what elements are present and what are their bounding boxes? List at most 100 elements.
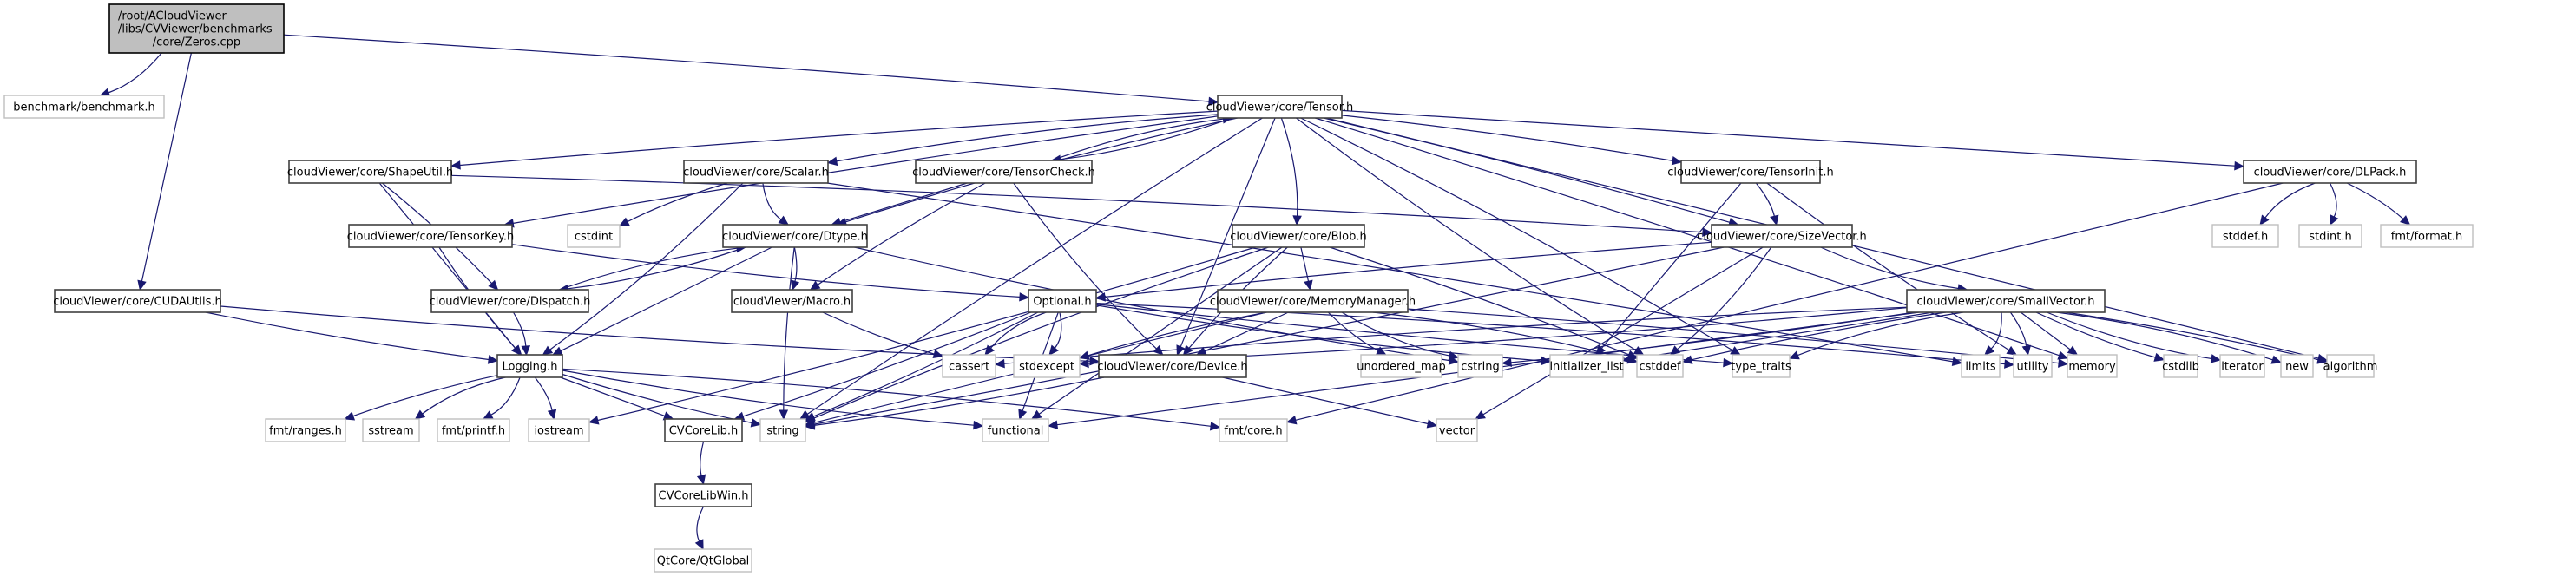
arrowhead-icon <box>1984 344 1995 356</box>
arrowhead-icon <box>2006 345 2018 356</box>
edge-line <box>205 311 490 361</box>
edge-line <box>1300 246 1310 282</box>
node-box <box>1013 354 1081 378</box>
arrowhead-icon <box>547 409 557 421</box>
node-box <box>654 548 752 573</box>
node-box <box>915 160 1093 184</box>
node-label: cloudViewer/core/ShapeUtil.h <box>287 167 453 180</box>
node-label: iostream <box>534 425 583 438</box>
node-shapeutil[interactable]: cloudViewer/core/ShapeUtil.h <box>287 160 453 184</box>
node-stddefh: stddef.h <box>2211 224 2279 248</box>
arrowhead-icon <box>809 280 821 291</box>
node-zeros[interactable]: /root/ACloudViewer/libs/CVViewer/benchma… <box>108 3 285 54</box>
node-box <box>437 418 510 442</box>
node-dtype[interactable]: cloudViewer/core/Dtype.h <box>722 224 868 248</box>
node-label: vector <box>1439 425 1475 438</box>
edge-line <box>1104 241 1712 298</box>
node-fmtcore: fmt/core.h <box>1219 418 1288 442</box>
edge-tensor-to-scalar <box>826 114 1219 167</box>
node-box <box>1028 289 1097 313</box>
edge-line <box>1797 311 1964 357</box>
node-box <box>1217 95 1343 119</box>
edge-tensorkey-to-optional <box>511 244 1030 302</box>
edge-tensor-to-string <box>798 117 1263 420</box>
node-label: functional <box>988 425 1044 438</box>
node-box <box>1219 418 1288 442</box>
edge-dlpack-to-fmtcore <box>1285 182 2284 425</box>
node-label: cloudViewer/core/Tensor.h <box>1206 101 1354 115</box>
node-tensor[interactable]: cloudViewer/core/Tensor.h <box>1206 95 1354 119</box>
node-smallvector[interactable]: cloudViewer/core/SmallVector.h <box>1906 289 2106 313</box>
node-label: cloudViewer/core/Scalar.h <box>683 167 829 180</box>
node-device[interactable]: cloudViewer/core/Device.h <box>1097 354 1248 378</box>
arrowhead-icon <box>1681 355 1693 364</box>
arrowhead-icon <box>1018 409 1028 421</box>
node-macro[interactable]: cloudViewer/Macro.h <box>731 289 853 313</box>
edge-line <box>1060 117 1232 160</box>
arrowhead-icon <box>2330 214 2339 226</box>
node-tensorcheck[interactable]: cloudViewer/core/TensorCheck.h <box>912 160 1095 184</box>
arrowhead-icon <box>1094 292 1106 302</box>
arrowhead-icon <box>2270 355 2283 364</box>
node-scalar[interactable]: cloudViewer/core/Scalar.h <box>683 160 829 184</box>
edge-logging-to-cvcorelib <box>560 376 674 421</box>
arrowhead-icon <box>344 411 356 421</box>
node-cudautils[interactable]: cloudViewer/core/CUDAUtils.h <box>53 289 222 313</box>
node-box <box>1436 418 1478 442</box>
node-label: cloudViewer/core/CUDAUtils.h <box>53 296 222 309</box>
node-label: cloudViewer/Macro.h <box>733 296 851 309</box>
node-box <box>430 289 589 313</box>
edge-cudautils-to-logging <box>205 311 499 364</box>
node-box <box>567 224 621 248</box>
edge-logging-to-string <box>562 373 762 428</box>
node-label: cloudViewer/core/TensorCheck.h <box>912 167 1095 180</box>
node-memorymanager[interactable]: cloudViewer/core/MemoryManager.h <box>1210 289 1416 313</box>
node-cvcorelib[interactable]: CVCoreLib.h <box>664 418 743 442</box>
edge-tensor-to-memory <box>1315 117 2069 360</box>
edge-line <box>826 182 1954 363</box>
node-cvcorelibwin[interactable]: CVCoreLibWin.h <box>654 483 752 507</box>
edge-blob-to-iostream <box>588 246 1256 425</box>
edge-sizevector-to-optional <box>1094 241 1712 302</box>
node-tensorinit[interactable]: cloudViewer/core/TensorInit.h <box>1667 160 1834 184</box>
arrowhead-icon <box>984 344 995 356</box>
node-sizevector[interactable]: cloudViewer/core/SizeVector.h <box>1697 224 1867 248</box>
edge-line <box>1300 117 1733 351</box>
edge-line <box>1990 311 2002 350</box>
node-new: new <box>2280 354 2314 378</box>
node-label: cloudViewer/core/DLPack.h <box>2254 167 2407 180</box>
edge-dispatch-to-logging <box>512 311 531 357</box>
arrowhead-icon <box>551 346 563 356</box>
edge-line <box>2346 182 2404 219</box>
node-dlpack[interactable]: cloudViewer/core/DLPack.h <box>2243 160 2417 184</box>
node-label: CVCoreLibWin.h <box>659 490 749 503</box>
node-label: utility <box>2017 361 2049 374</box>
edge-line <box>1327 311 1379 351</box>
arrowhead-icon <box>2400 215 2411 226</box>
node-dispatch[interactable]: cloudViewer/core/Dispatch.h <box>430 289 591 313</box>
arrowhead-icon <box>542 345 554 356</box>
node-optional[interactable]: Optional.h <box>1028 289 1097 313</box>
edge-logging-to-sstream <box>414 376 506 420</box>
edge-line <box>1315 117 2060 357</box>
edge-line <box>1341 311 1450 357</box>
edge-smallvector-to-algorithm <box>2065 311 2329 364</box>
edge-smallvector-to-cstddef <box>1681 311 1946 364</box>
node-logging[interactable]: Logging.h <box>496 354 563 378</box>
arrowhead-icon <box>487 355 499 364</box>
node-box <box>348 224 513 248</box>
arrowhead-icon <box>1030 409 1042 420</box>
edge-dispatch-to-dtype <box>559 243 747 291</box>
edge-zeros-to-tensor <box>283 34 1219 107</box>
edge-line <box>1820 246 1959 290</box>
node-box <box>2163 354 2198 378</box>
edge-tensor-to-blob <box>1280 117 1302 226</box>
node-box <box>2219 354 2265 378</box>
edge-dlpack-to-fmtformat <box>2346 182 2411 226</box>
edge-line <box>1766 182 2010 351</box>
edge-line <box>549 182 744 350</box>
node-tensorkey[interactable]: cloudViewer/core/TensorKey.h <box>347 224 514 248</box>
node-blob[interactable]: cloudViewer/core/Blob.h <box>1230 224 1367 248</box>
edge-logging-to-fmtprintf <box>482 376 521 420</box>
node-label: stdint.h <box>2309 231 2351 244</box>
